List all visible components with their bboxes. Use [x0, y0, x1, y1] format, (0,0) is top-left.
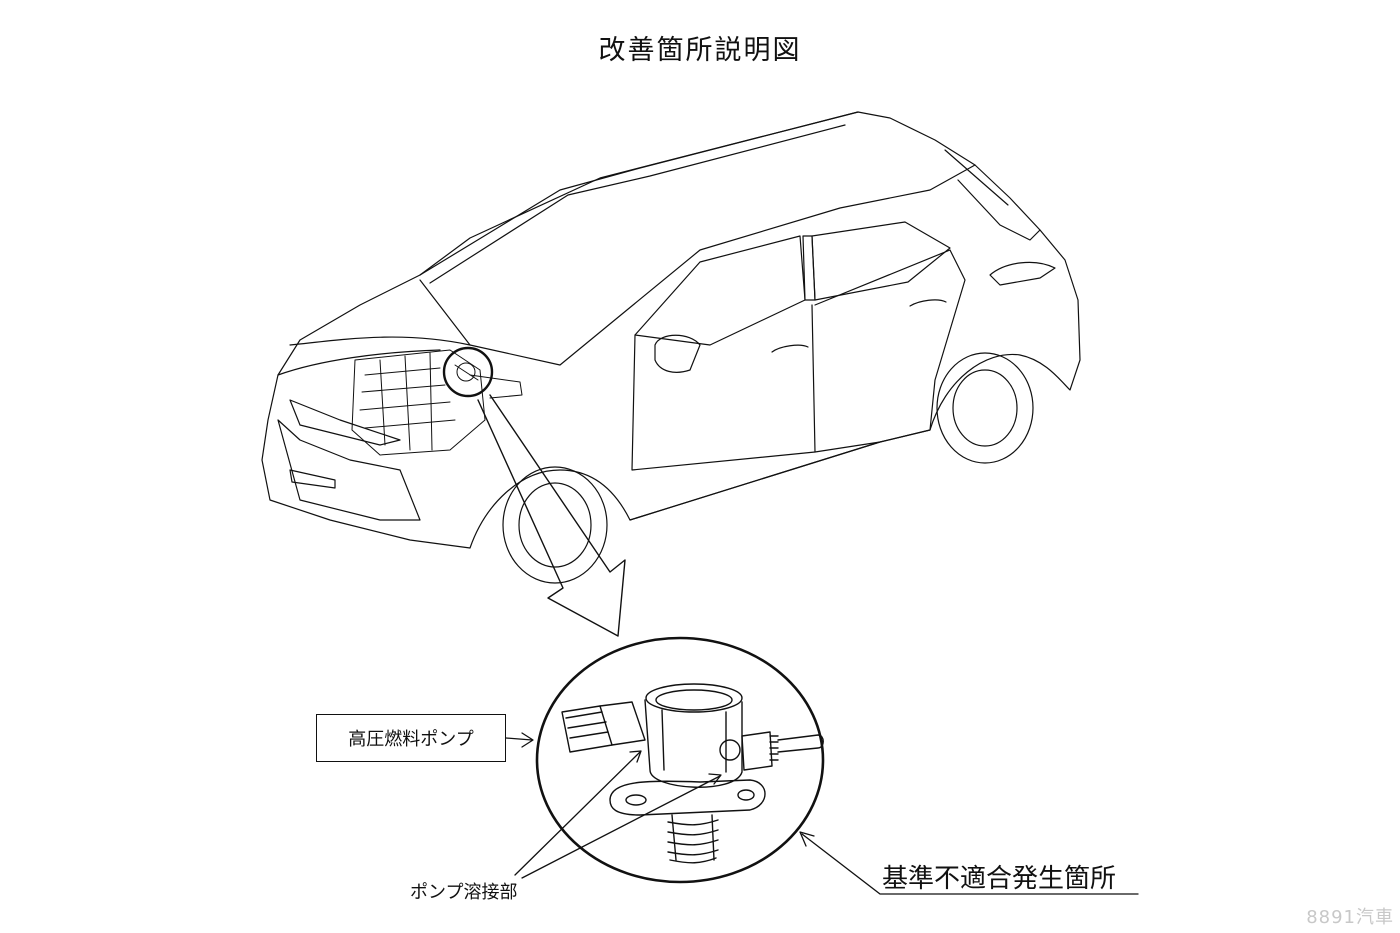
zoom-arrow: [477, 394, 626, 637]
rear-door: [814, 249, 966, 453]
pump-label: 高圧燃料ポンプ: [348, 729, 474, 750]
defect-leader: [801, 833, 1139, 895]
leader-lines: [505, 732, 1139, 895]
rear-side-window: [811, 221, 951, 301]
front-door-handle: [771, 344, 809, 353]
weld-leader-2-head: [708, 773, 722, 785]
weld-leader-2: [521, 775, 721, 879]
detail-circle: [535, 636, 825, 884]
rear-wheel: [936, 352, 1034, 464]
pump-leader: [505, 737, 533, 741]
pump-label-box: 高圧燃料ポンプ: [316, 714, 506, 762]
rear-lamp: [989, 261, 1056, 286]
lower-intake: [289, 469, 336, 489]
hood-line: [289, 336, 471, 346]
pump-top-cap: [645, 683, 743, 713]
rear-hatch: [957, 179, 1041, 241]
front-grille: [277, 419, 421, 521]
front-side-window: [634, 235, 806, 346]
weld-label: ポンプ溶接部: [410, 882, 518, 903]
weld-leader-1: [514, 751, 641, 876]
car-body-outline: [261, 111, 1081, 549]
hood-edge: [277, 349, 441, 376]
defect-leader-head: [799, 831, 815, 847]
engine-sketch: [351, 349, 523, 456]
defect-location-label: 基準不適合発生箇所: [882, 864, 1117, 894]
windshield-inner: [429, 124, 846, 284]
pump-detail: [561, 683, 824, 864]
pump-flange: [609, 779, 766, 816]
rocker-line: [629, 441, 881, 521]
b-pillar: [802, 235, 816, 301]
headlamp: [289, 399, 401, 446]
side-mirror: [654, 334, 701, 373]
car-illustration: [261, 111, 1081, 584]
pump-mini-sketch: [454, 362, 479, 382]
pump-body: [644, 699, 743, 788]
watermark: 8891汽車: [1306, 907, 1394, 928]
front-door: [631, 304, 816, 471]
page-title: 改善箇所説明図: [598, 35, 802, 66]
engine-callout-circle: [442, 346, 494, 398]
pump-leader-head: [521, 732, 534, 748]
car-roof-line: [419, 111, 859, 276]
weld-leader-1-head: [629, 750, 642, 763]
pump-spring: [667, 814, 719, 864]
rear-door-handle: [909, 299, 947, 307]
pump-connector: [561, 705, 613, 753]
roof-spoiler: [944, 149, 1009, 206]
pump-pipe: [777, 734, 824, 753]
pump-outlet: [741, 731, 773, 771]
front-wheel: [502, 466, 608, 584]
